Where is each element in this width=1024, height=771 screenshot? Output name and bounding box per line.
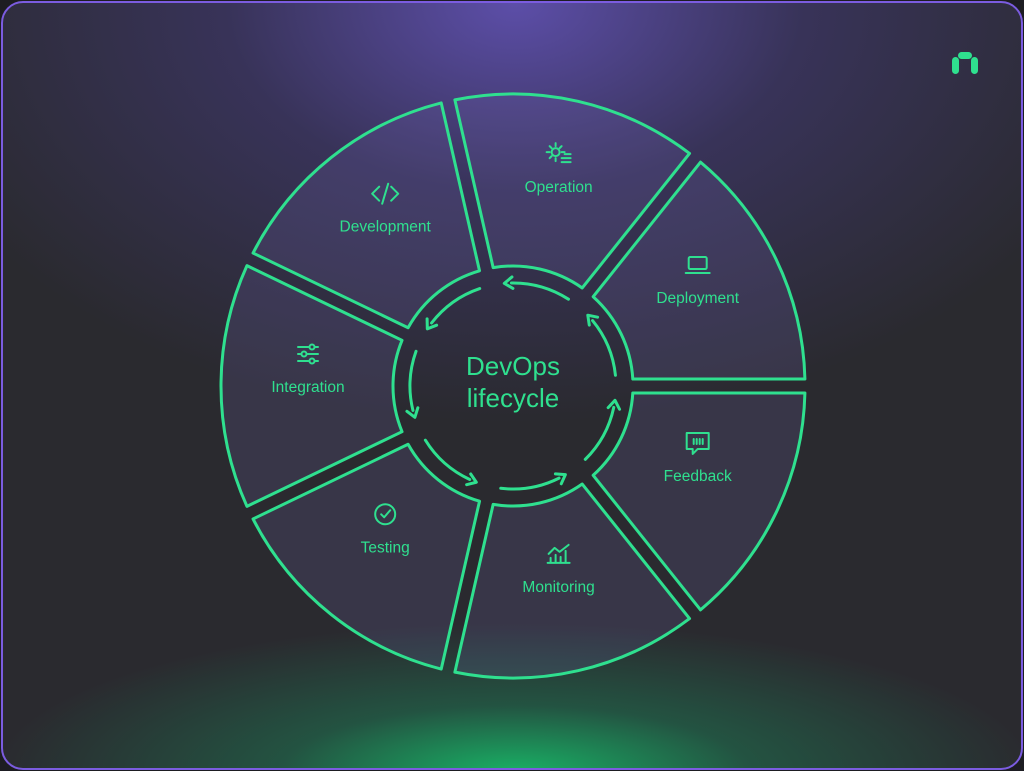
cycle-arrow — [591, 319, 617, 377]
stage-segment — [591, 391, 807, 612]
stage-label: Deployment — [656, 290, 739, 307]
arrowhead-icon — [606, 398, 622, 411]
stage-label: Development — [340, 219, 432, 236]
stage-feedback[interactable]: Feedback — [591, 391, 807, 612]
gear-list-icon — [545, 142, 572, 164]
cycle-arrow — [430, 287, 482, 325]
brand-logo-icon — [952, 52, 978, 74]
stage-label: Monitoring — [522, 579, 594, 596]
cycle-arrow — [423, 438, 472, 481]
stage-segment — [453, 92, 692, 290]
arrowhead-icon — [586, 313, 600, 327]
arrowhead-icon — [465, 472, 478, 487]
cycle-arrow — [509, 281, 570, 301]
stage-monitoring[interactable]: Monitoring — [453, 482, 692, 680]
code-icon — [371, 182, 400, 205]
stage-label: Feedback — [664, 468, 732, 485]
laptop-icon — [684, 256, 711, 275]
stage-segment — [251, 442, 482, 671]
stage-operation[interactable]: Operation — [453, 92, 692, 290]
stage-segment — [219, 264, 404, 508]
cycle-arrow — [499, 476, 561, 491]
check-circle-icon — [374, 503, 397, 526]
stage-segment — [453, 482, 692, 680]
stage-deployment[interactable]: Deployment — [591, 160, 807, 381]
stage-integration[interactable]: Integration — [219, 264, 404, 508]
arrowhead-icon — [502, 275, 515, 290]
stage-segment — [251, 101, 482, 330]
stage-label: Integration — [271, 379, 344, 396]
arrowhead-icon — [425, 317, 439, 331]
arrowhead-icon — [553, 472, 567, 486]
stage-label: Operation — [525, 179, 593, 196]
stage-segment — [591, 160, 807, 381]
cycle-arrow — [583, 405, 616, 461]
stage-development[interactable]: Development — [251, 101, 482, 330]
cycle-arrow — [408, 349, 418, 412]
center-title-line1: DevOps — [466, 351, 560, 381]
chart-icon — [546, 543, 571, 564]
arrowhead-icon — [405, 406, 420, 419]
stage-testing[interactable]: Testing — [251, 442, 482, 671]
sliders-icon — [297, 343, 319, 365]
center-title-line2: lifecycle — [467, 383, 559, 413]
chat-quote-icon — [685, 431, 710, 455]
stage-label: Testing — [361, 539, 410, 556]
devops-lifecycle-diagram: Integration Development OperationDeploymen… — [219, 92, 807, 680]
